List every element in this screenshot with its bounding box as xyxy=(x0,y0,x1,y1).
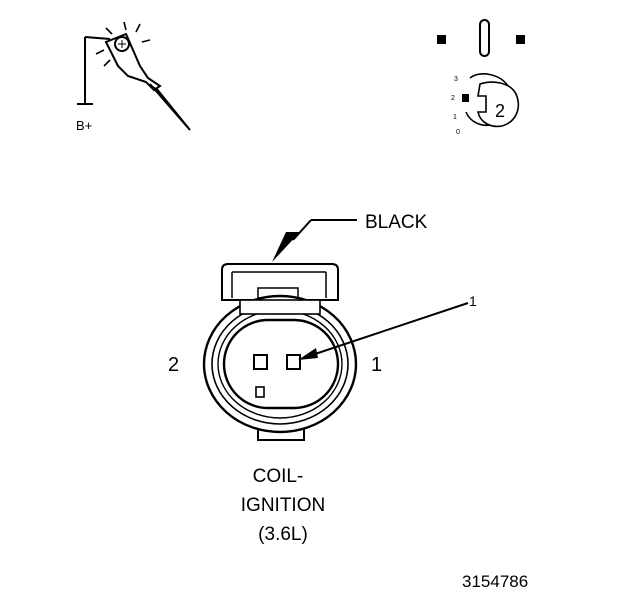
caption-line-2: IGNITION xyxy=(241,495,325,516)
scale-mark-0: 0 xyxy=(456,129,460,136)
pin-cavity-2 xyxy=(253,354,268,370)
scale-mark-3: 3 xyxy=(454,76,458,83)
callout-pin-number: 1 xyxy=(469,293,477,309)
pin-2-label: 2 xyxy=(168,354,179,376)
connector-face xyxy=(202,263,358,441)
b-plus-label: B+ xyxy=(76,118,92,133)
pin-1-leader xyxy=(298,302,469,360)
figure-number: 3154786 xyxy=(462,572,528,591)
terminal-icon xyxy=(437,19,525,57)
scale-mark-2: 2 xyxy=(451,95,455,102)
black-color-callout xyxy=(272,219,357,262)
caption-line-1: COIL- xyxy=(253,466,304,487)
test-light-probe-icon xyxy=(77,21,191,131)
cavity-number-label: 2 xyxy=(495,101,505,121)
cavity-selector-icon xyxy=(462,73,520,128)
scale-mark-1: 1 xyxy=(453,114,457,121)
caption-line-3: (3.6L) xyxy=(258,524,308,545)
connector-color-label: BLACK xyxy=(365,212,428,233)
pin-1-label: 1 xyxy=(371,354,382,376)
pin-cavity-1 xyxy=(286,354,301,370)
polarizing-key xyxy=(255,386,265,398)
